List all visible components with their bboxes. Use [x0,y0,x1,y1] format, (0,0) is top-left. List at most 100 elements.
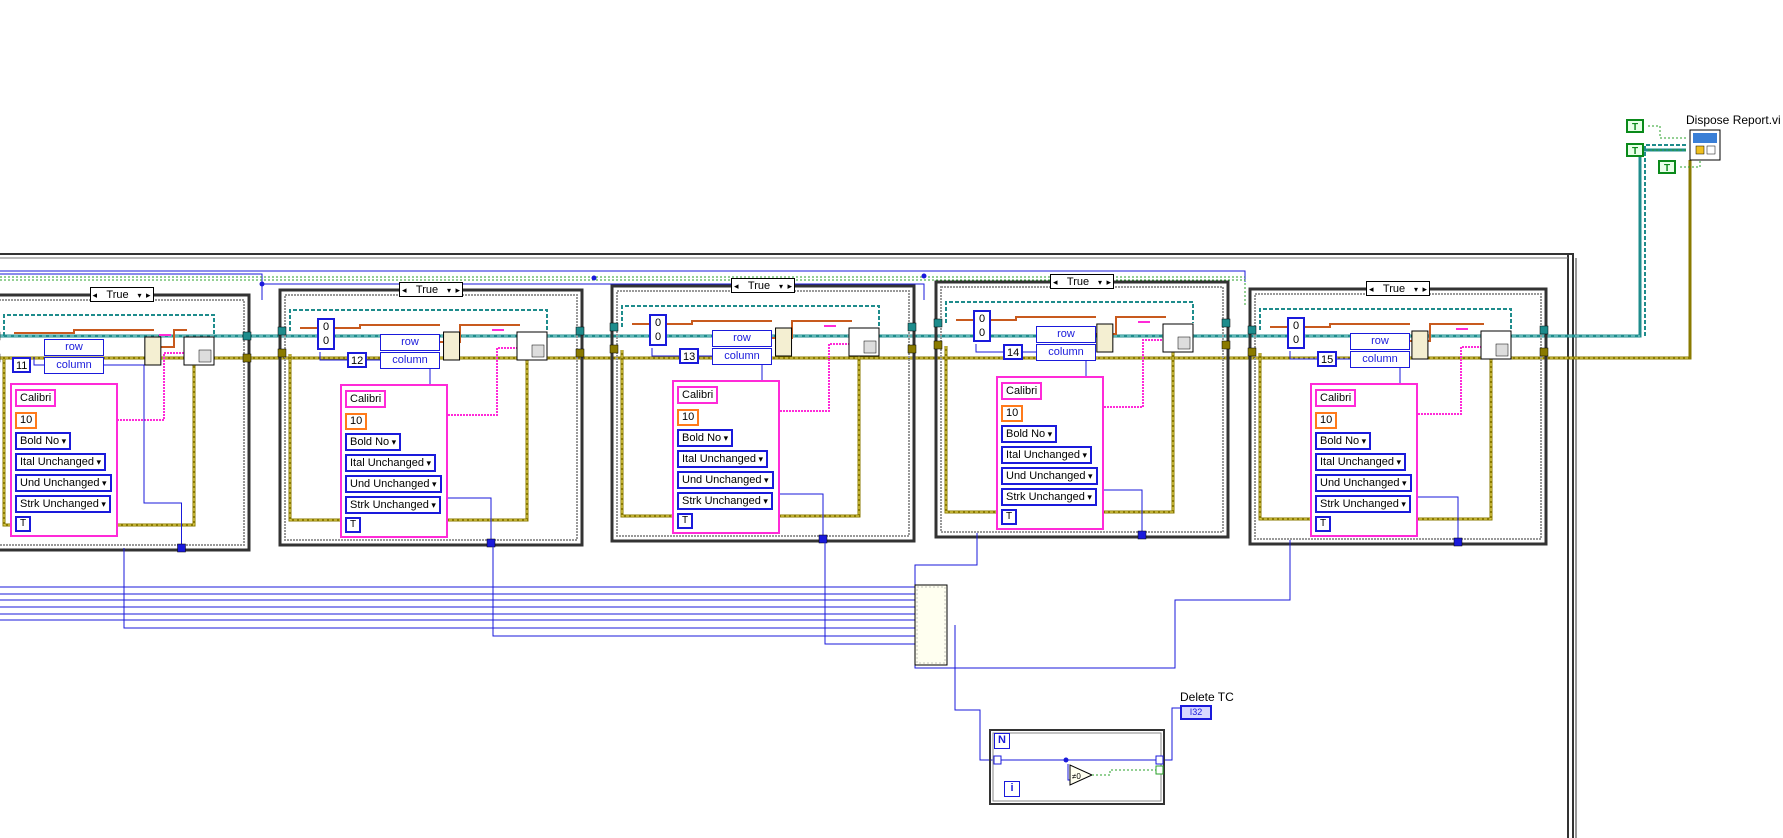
tunnel[interactable] [609,344,619,354]
bundle-node[interactable] [144,336,162,366]
italic-dropdown[interactable]: Ital Unchanged [1315,453,1407,471]
chevron-down-icon[interactable]: ▾ [446,286,451,295]
chevron-down-icon[interactable]: ▾ [1097,278,1102,287]
loop-count-terminal[interactable]: N [994,733,1010,749]
italic-dropdown[interactable]: Ital Unchanged [1001,446,1093,464]
set-cell-font-node[interactable] [848,327,880,357]
font-size-field[interactable]: 10 [1315,412,1338,429]
column-field[interactable]: column [44,357,104,374]
strike-dropdown[interactable]: Strk Unchanged [345,496,441,514]
bool-constant[interactable]: T [1626,119,1644,133]
not-equal-zero-icon[interactable]: ≠0 [1069,764,1156,786]
strike-dropdown[interactable]: Strk Unchanged [1001,488,1097,506]
column-field[interactable]: column [380,352,440,369]
bundle-node[interactable] [1096,323,1114,353]
bold-dropdown[interactable]: Bold No [345,433,402,451]
dispose-report-node[interactable] [1689,129,1721,161]
case-selector[interactable]: ◂True▾▸ [1366,281,1430,296]
boolean-toggle[interactable]: T [345,517,361,533]
set-cell-font-node[interactable] [516,331,548,361]
tunnel[interactable] [933,340,943,350]
bundle-node[interactable] [775,327,793,357]
chevron-down-icon[interactable]: ▾ [137,291,142,300]
tunnel[interactable] [486,538,496,548]
bundle-node[interactable] [1411,330,1429,360]
build-array-node[interactable] [914,584,948,666]
tunnel[interactable] [177,543,186,553]
array-element[interactable]: 0 [322,321,330,333]
increment-arrow-icon[interactable]: ▸ [1422,284,1427,294]
tunnel[interactable] [1137,530,1147,540]
decrement-arrow-icon[interactable]: ◂ [92,290,98,300]
tunnel[interactable] [1221,318,1231,328]
row-field[interactable]: row [1036,326,1096,343]
boolean-toggle[interactable]: T [1315,516,1331,532]
tunnel[interactable] [907,322,917,332]
row-field[interactable]: row [44,339,104,356]
array-element[interactable]: 0 [654,331,662,343]
underline-dropdown[interactable]: Und Unchanged [15,474,112,492]
array-element[interactable]: 0 [1292,334,1300,346]
tunnel[interactable] [242,331,252,341]
array-element[interactable]: 0 [654,317,662,329]
underline-dropdown[interactable]: Und Unchanged [677,471,774,489]
font-name-field[interactable]: Calibri [677,386,719,404]
decrement-arrow-icon[interactable]: ◂ [734,281,739,291]
case-selector[interactable]: ◂True▾▸ [1050,274,1114,289]
array-element[interactable]: 0 [978,327,986,339]
font-size-field[interactable]: 10 [1001,405,1024,422]
increment-arrow-icon[interactable]: ▸ [145,290,151,300]
column-constant[interactable]: 12 [347,352,368,368]
font-name-field[interactable]: Calibri [1315,389,1357,407]
underline-dropdown[interactable]: Und Unchanged [1001,467,1098,485]
bundle-node[interactable] [443,331,461,361]
strike-dropdown[interactable]: Strk Unchanged [677,492,773,510]
boolean-toggle[interactable]: T [1001,509,1017,525]
case-selector[interactable]: ◂True▾▸ [399,282,463,297]
column-constant[interactable]: 11 [12,357,32,373]
tunnel[interactable] [933,318,943,328]
tunnel[interactable] [907,344,917,354]
for-loop-structure[interactable] [989,729,1165,805]
row-field[interactable]: row [712,330,772,347]
bold-dropdown[interactable]: Bold No [1315,432,1372,450]
tunnel[interactable] [1221,340,1231,350]
column-field[interactable]: column [712,348,772,365]
font-name-field[interactable]: Calibri [15,389,57,407]
tunnel[interactable] [242,353,252,363]
strike-dropdown[interactable]: Strk Unchanged [1315,495,1411,513]
font-size-field[interactable]: 10 [345,413,368,430]
boolean-toggle[interactable]: T [15,516,31,532]
array-element[interactable]: 0 [1292,320,1300,332]
column-constant[interactable]: 13 [679,348,700,364]
italic-dropdown[interactable]: Ital Unchanged [677,450,769,468]
boolean-toggle[interactable]: T [677,513,693,529]
set-cell-font-node[interactable] [1162,323,1194,353]
column-field[interactable]: column [1036,344,1096,361]
chevron-down-icon[interactable]: ▾ [778,282,783,291]
font-name-field[interactable]: Calibri [345,390,387,408]
bold-dropdown[interactable]: Bold No [1001,425,1058,443]
tunnel[interactable] [818,534,828,544]
set-cell-font-node[interactable] [1480,330,1512,360]
strike-dropdown[interactable]: Strk Unchanged [15,495,111,513]
tunnel[interactable] [1247,325,1257,335]
underline-dropdown[interactable]: Und Unchanged [1315,474,1412,492]
row-field[interactable]: row [1350,333,1410,350]
tunnel[interactable] [277,326,287,336]
bold-dropdown[interactable]: Bold No [677,429,734,447]
case-selector[interactable]: ◂True▾▸ [89,287,154,302]
font-size-field[interactable]: 10 [15,412,38,429]
